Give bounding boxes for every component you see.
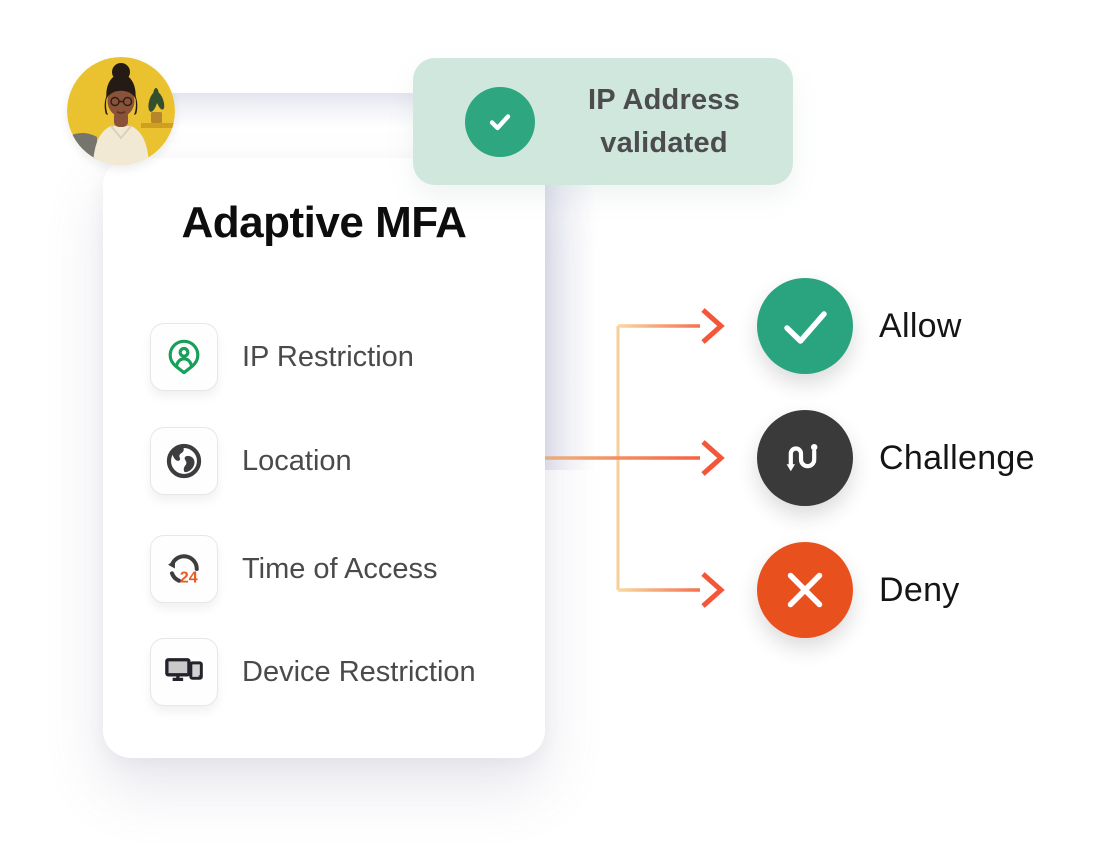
outcome-deny: Deny xyxy=(757,542,960,638)
clock-24-label: 24 xyxy=(180,568,198,586)
outcome-challenge: Challenge xyxy=(757,410,1035,506)
arrow-head-deny xyxy=(701,572,725,608)
flow-arrows xyxy=(545,308,725,608)
badge-text: IP Address validated xyxy=(541,79,787,165)
outcome-label: Allow xyxy=(879,306,962,345)
clock-24-icon: 24 xyxy=(150,535,218,603)
check-icon xyxy=(465,87,535,157)
list-item-label: Time of Access xyxy=(242,552,438,585)
list-item-label: IP Restriction xyxy=(242,340,414,373)
list-item-ip-restriction: IP Restriction xyxy=(150,323,414,391)
outcome-label: Challenge xyxy=(879,438,1035,477)
user-avatar xyxy=(67,57,175,165)
list-item-device-restriction: Device Restriction xyxy=(150,638,476,706)
connector-badge-to-flow xyxy=(545,182,595,470)
close-icon xyxy=(757,542,853,638)
adaptive-mfa-card: Adaptive MFA IP Restriction Location xyxy=(103,158,545,758)
list-item-location: Location xyxy=(150,427,352,495)
route-icon xyxy=(757,410,853,506)
outcome-allow: Allow xyxy=(757,278,962,374)
badge-line-1: IP Address xyxy=(588,83,740,116)
arrow-head-allow xyxy=(701,308,725,344)
badge-line-2: validated xyxy=(600,126,728,159)
list-item-label: Location xyxy=(242,444,352,477)
ip-validated-badge: IP Address validated xyxy=(413,58,793,185)
outcome-label: Deny xyxy=(879,570,960,609)
arrow-head-challenge xyxy=(701,440,725,476)
globe-icon xyxy=(150,427,218,495)
list-item-time-of-access: 24 Time of Access xyxy=(150,535,438,603)
person-pin-icon xyxy=(150,323,218,391)
card-title: Adaptive MFA xyxy=(181,198,467,247)
allow-check-icon xyxy=(757,278,853,374)
devices-icon xyxy=(150,638,218,706)
list-item-label: Device Restriction xyxy=(242,655,476,688)
